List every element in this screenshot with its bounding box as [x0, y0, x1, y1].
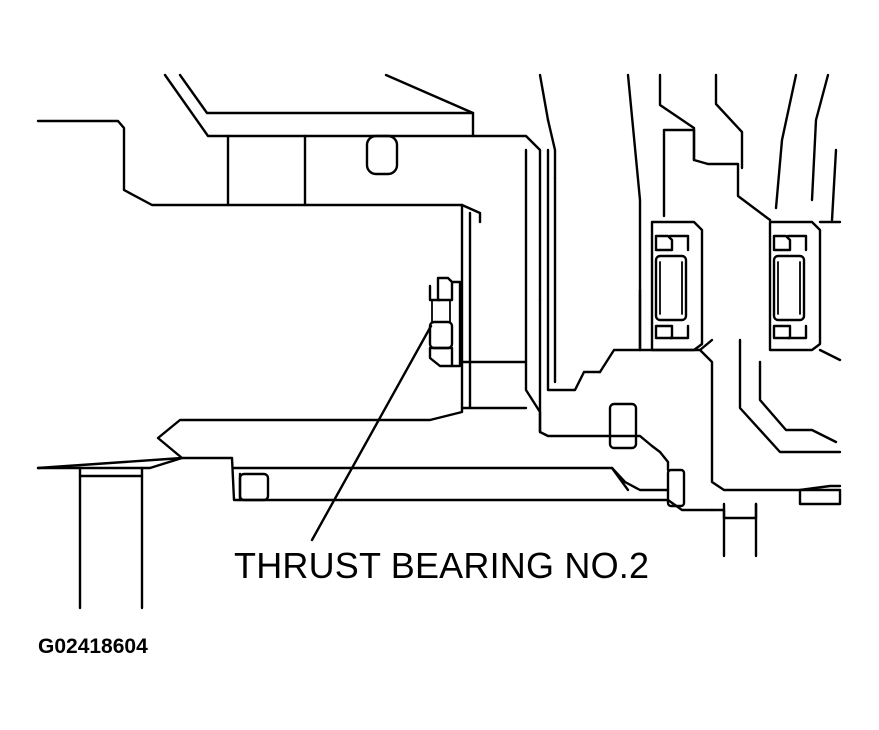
upper-housing-block [36, 73, 542, 302]
oil-hole [365, 134, 399, 176]
callout-leader-line [310, 324, 433, 542]
lower-shaft [36, 456, 714, 610]
callout-label: THRUST BEARING NO.2 [234, 545, 650, 586]
thrust-bearing-no2 [428, 276, 462, 368]
figure-id: G02418604 [38, 635, 148, 658]
right-assembly [598, 73, 842, 558]
needle-bearing-middle [650, 220, 704, 352]
needle-bearing-right [768, 220, 842, 362]
